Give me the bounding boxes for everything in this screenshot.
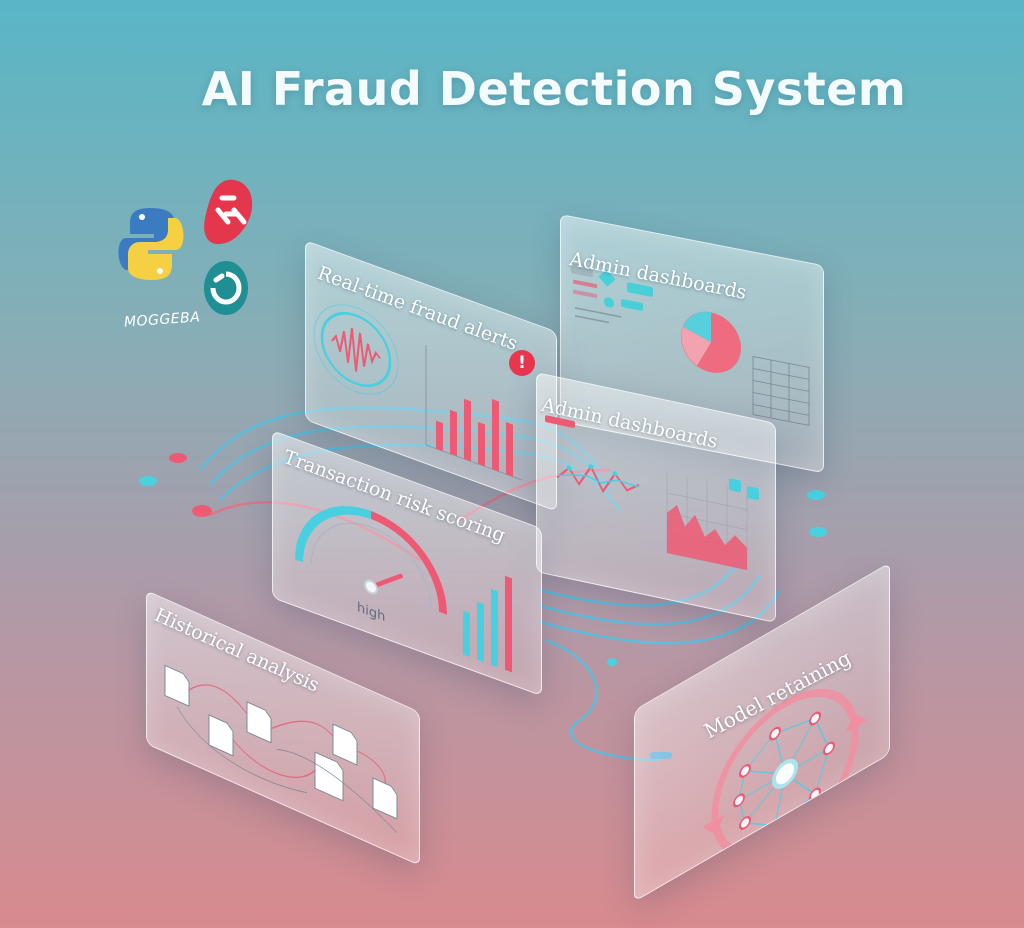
dot-coral [169,453,187,463]
dot-teal [139,476,157,486]
dot-teal [809,527,827,537]
audio-wave-icon [313,304,399,395]
document-icon [208,714,234,757]
historical-visual [164,664,398,834]
flow-diagram-icon [571,263,653,324]
panel-historical-analysis [146,590,420,866]
risk-visual [295,506,512,673]
admin-mid-visual [545,415,759,571]
document-icon [332,723,358,766]
page-title: AI Fraud Detection System [201,62,907,116]
connector-end [650,752,672,759]
bar-chart-icon [425,344,522,481]
square-icon [747,486,759,501]
line-chart-icon [556,464,640,494]
dot-coral [192,505,212,517]
document-icon [246,701,272,744]
dot-teal [607,658,617,666]
area-chart-icon [666,472,748,571]
panel-realtime-fraud-alerts [305,240,557,512]
pie-chart-icon [681,311,741,373]
dot-teal [807,490,825,500]
admin-top-visual [571,263,810,426]
risk-bar-chart-icon [463,575,512,673]
risk-gauge-icon [295,506,447,615]
alert-icon: ! [509,350,535,376]
data-table-icon [752,356,810,426]
panel-admin-dashboards-top [560,214,824,474]
panel-transaction-risk-scoring: high [272,430,542,697]
square-icon [729,478,741,493]
red-bar-icon [545,415,575,428]
realtime-visual [313,304,522,481]
document-icon [164,664,190,707]
document-icon [314,751,344,802]
document-icon [372,777,398,820]
panel-admin-dashboards-mid [536,372,776,624]
